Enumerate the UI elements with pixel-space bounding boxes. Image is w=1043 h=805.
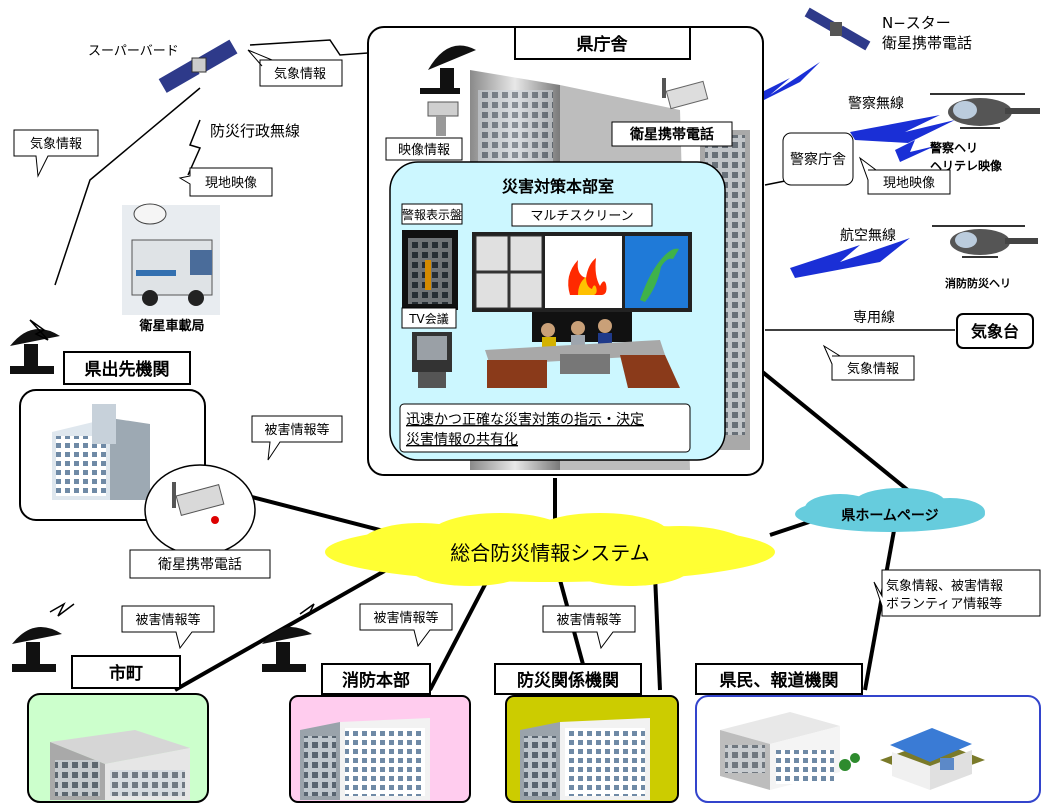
- nstar-satellite-icon: [804, 7, 871, 51]
- fire-antenna-icon: [262, 603, 325, 672]
- house-icon: [880, 728, 985, 790]
- alert-board-box: [401, 203, 463, 225]
- nstar-phone-label: 衛星携帯電話: [882, 34, 972, 52]
- heli-tele-label: ヘリテレ映像: [930, 158, 1003, 173]
- alert-board-label: 警報表示盤: [402, 207, 462, 222]
- fire-helicopter-icon: [932, 225, 1038, 258]
- multi-screen-display-icon: [472, 232, 692, 312]
- system-name: 総合防災情報システム: [450, 541, 649, 565]
- police-helicopter-icon: [930, 93, 1040, 129]
- city-damage-label: 被害情報等: [135, 612, 200, 628]
- fire-hq-label-box: [321, 663, 431, 695]
- left-local-video-callout: [178, 167, 273, 197]
- branch-damage-callout: [251, 415, 343, 461]
- aviation-radio-label: 航空無線: [840, 228, 896, 244]
- citizens-label: 県民、報道機関: [720, 670, 839, 691]
- branch-antenna-icon: [10, 319, 60, 374]
- weather-info-left-callout: [13, 129, 99, 178]
- fire-heli-label: 消防防災ヘリ: [945, 276, 1011, 290]
- branch-agency-label: 県出先機関: [85, 359, 170, 380]
- weather-info-left-label: 気象情報: [30, 136, 82, 152]
- tv-monitor-icon: [412, 332, 452, 388]
- police-local-video-label: 現地映像: [883, 176, 935, 191]
- weather-info-top-callout: [247, 49, 343, 87]
- city-damage-callout: [121, 605, 215, 650]
- public-info-line2: ボランティア情報等: [886, 596, 1002, 612]
- admin-radio-label: 防災行政無線: [210, 122, 300, 140]
- media-building-icon: [720, 712, 860, 790]
- orgs-building-icon: [520, 718, 650, 800]
- hq-note-box: [399, 403, 691, 453]
- city-label-box: [71, 655, 181, 689]
- citizens-label-box: [695, 663, 863, 695]
- satellite-vehicle-icon: [122, 203, 220, 315]
- satellite-phone-label: 衛星携帯電話: [629, 126, 714, 143]
- public-info-line1: 気象情報、被害情報: [886, 578, 1003, 594]
- fire-hq-building-icon: [300, 718, 430, 800]
- video-info-box: [385, 137, 463, 161]
- orgs-damage-callout: [542, 605, 636, 650]
- branch-damage-label: 被害情報等: [264, 422, 329, 438]
- satellite-vehicle-label: 衛星車載局: [138, 318, 204, 334]
- hq-note-line1: 迅速かつ正確な災害対策の指示・決定: [406, 411, 644, 428]
- homepage-label: 県ホームページ: [841, 508, 938, 524]
- fire-hq-label: 消防本部: [342, 670, 410, 691]
- orgs-damage-label: 被害情報等: [556, 612, 621, 628]
- city-label: 市町: [109, 663, 143, 684]
- alert-board-icon: [402, 230, 458, 310]
- office-title: 県庁舎: [577, 34, 629, 55]
- parabolic-antenna-icon: [420, 45, 476, 94]
- police-agency-box: [782, 132, 854, 186]
- weather-station-box: [956, 313, 1034, 349]
- multi-screen-label: マルチスクリーン: [530, 209, 633, 224]
- conference-table-icon: [485, 312, 680, 388]
- left-local-video-label: 現地映像: [205, 176, 257, 191]
- fire-damage-label: 被害情報等: [373, 610, 438, 626]
- branch-phone-box: [129, 549, 271, 579]
- hq-title: 災害対策本部室: [502, 177, 614, 196]
- city-hall-icon: [50, 730, 190, 800]
- branch-satellite-phone-icon: [172, 482, 225, 524]
- tv-conference-box: [401, 307, 457, 329]
- satellite-phone-icon: [662, 78, 709, 110]
- police-local-video-callout: [858, 156, 951, 195]
- dedicated-line-label: 専用線: [853, 310, 895, 326]
- video-info-label: 映像情報: [398, 143, 450, 158]
- police-agency-label: 警察庁舎: [790, 151, 846, 168]
- weather-station-info-callout: [822, 344, 915, 381]
- weather-station-label: 気象台: [971, 322, 1019, 341]
- super-bird-label: スーパーバード: [88, 44, 179, 59]
- nstar-label: N−スター: [882, 14, 951, 32]
- office-title-box: [514, 26, 691, 60]
- orgs-label-box: [494, 663, 642, 695]
- multi-screen-box: [511, 203, 653, 227]
- orgs-label: 防災関係機関: [517, 670, 619, 691]
- branch-phone-label: 衛星携帯電話: [158, 556, 242, 573]
- homepage-cloud-shape: [795, 488, 985, 532]
- hq-note-line2: 災害情報の共有化: [406, 432, 518, 448]
- satellite-phone-box: [611, 121, 733, 147]
- weather-info-top-label: 気象情報: [274, 66, 326, 82]
- super-bird-satellite-icon: [158, 39, 238, 93]
- system-cloud-shape: [325, 513, 775, 586]
- branch-agency-box: [63, 351, 191, 385]
- public-info-callout: [873, 569, 1041, 617]
- police-heli-label: 警察ヘリ: [929, 140, 978, 155]
- branch-building-icon: [52, 404, 150, 500]
- police-radio-label: 警察無線: [848, 95, 904, 112]
- admin-radio-wave-icon: [187, 119, 202, 176]
- video-camera-icon: [427, 101, 459, 136]
- tv-conference-label: TV会議: [408, 312, 449, 326]
- city-antenna-icon: [12, 602, 75, 672]
- fire-damage-callout: [359, 603, 453, 648]
- weather-station-info-label: 気象情報: [847, 361, 899, 377]
